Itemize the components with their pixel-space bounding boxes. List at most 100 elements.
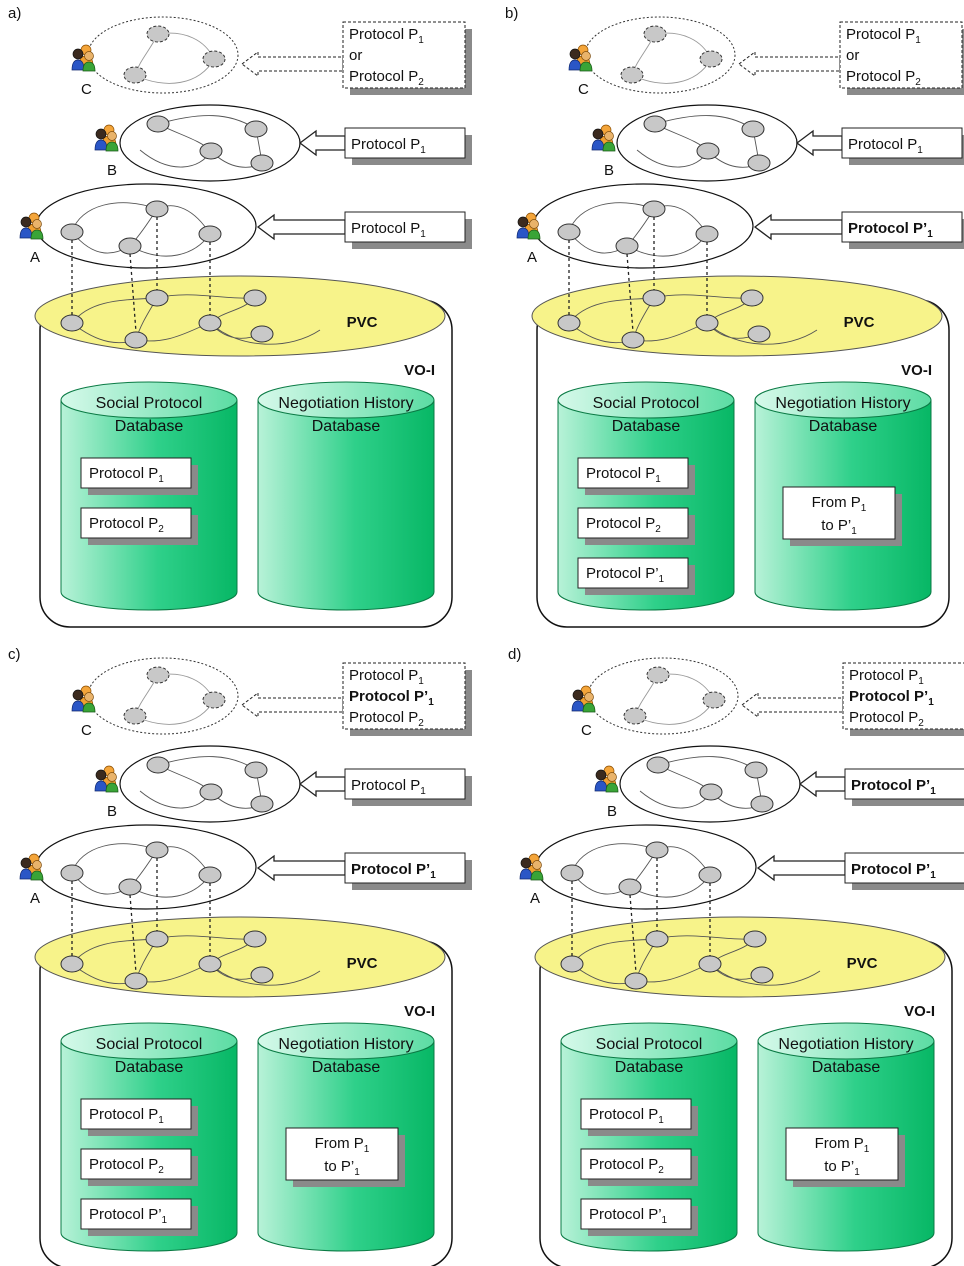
community-a-protocol-subscript: 1: [430, 870, 436, 881]
community-a-protocol-box: [344, 852, 466, 884]
community-c-protocol-line: Protocol P’1: [849, 688, 934, 708]
protocol-entry-text-subscript: 1: [659, 574, 665, 585]
users-icon-head: [520, 857, 532, 869]
social-protocol-db-body: [60, 399, 238, 611]
protocol-entry-text: Protocol P2: [89, 1156, 164, 1176]
community-c-protocol-line: Protocol P2: [849, 709, 924, 729]
history-db-title-line: Database: [809, 418, 878, 435]
protocol-entry-text: Protocol P’1: [89, 1206, 168, 1226]
network-link: [139, 756, 263, 809]
community-c-protocol-line-main: Protocol P: [349, 68, 418, 85]
community-c-label: C: [81, 722, 92, 739]
community-a-node: [198, 866, 222, 884]
voi-label: VO-I: [901, 362, 932, 379]
community-a-protocol-main: Protocol P: [351, 220, 420, 237]
community-c-protocol-line: or: [846, 47, 859, 64]
users-icon-head: [107, 772, 117, 782]
community-a-node: [615, 237, 639, 255]
community-b-node: [696, 142, 720, 160]
users-icon: [94, 124, 119, 152]
community-a-node: [698, 866, 722, 884]
community-c-node: [146, 666, 170, 684]
community-a-node: [642, 200, 666, 218]
community-b-label: B: [607, 803, 617, 820]
community-a-protocol-box: [344, 211, 466, 243]
pvc-label: PVC: [347, 314, 378, 331]
community-b-node: [244, 120, 268, 138]
network-link: [639, 756, 763, 809]
community-b-node: [250, 795, 274, 813]
protocol-entry-text-main: Protocol P’: [586, 565, 659, 582]
users-icon-head: [72, 689, 84, 701]
community-a-label: A: [530, 890, 540, 907]
protocol-entry-box: [80, 457, 192, 489]
community-b-label: B: [107, 803, 117, 820]
social-protocol-db-top: [60, 1022, 238, 1060]
community-a-node: [60, 864, 84, 882]
network-link: [71, 294, 321, 345]
community-a-label: A: [527, 249, 537, 266]
community-b-protocol-subscript: 1: [917, 145, 923, 156]
users-icon-body: [519, 868, 533, 880]
network-link: [636, 115, 760, 168]
history-entry-line-main: to P’: [821, 517, 851, 534]
users-icon-body: [30, 229, 44, 240]
network-link: [571, 843, 711, 898]
protocol-entry-text: Protocol P2: [586, 515, 661, 535]
community-b-label: B: [604, 162, 614, 179]
community-b-node: [744, 761, 768, 779]
users-icon: [571, 685, 596, 713]
community-a-arrow: [756, 854, 846, 882]
community-b-protocol: Protocol P1: [351, 136, 426, 156]
protocol-entry-text-main: Protocol P: [589, 1106, 658, 1123]
pvc-node: [695, 314, 719, 332]
users-icon: [71, 685, 96, 713]
network-link: [71, 843, 211, 898]
history-db-title-line: Database: [312, 1059, 381, 1076]
history-entry-line: to P’1: [824, 1158, 860, 1178]
protocol-entry-text-main: Protocol P: [89, 465, 158, 482]
community-c-protocol-line-subscript: 2: [418, 77, 424, 88]
history-entry-line-main: From P: [815, 1135, 864, 1152]
social-db-title-line: Database: [615, 1059, 684, 1076]
community-c-protocol-line-main: Protocol P: [849, 709, 918, 726]
history-entry-line-subscript: 1: [864, 1144, 870, 1155]
pvc-node: [698, 955, 722, 973]
history-db-title-line: Negotiation History: [775, 395, 910, 412]
community-c-node: [202, 691, 226, 709]
community-c-node: [643, 25, 667, 43]
protocol-entry-text-main: Protocol P’: [589, 1206, 662, 1223]
mapping-link: [626, 253, 634, 333]
community-b-arrow: [798, 770, 846, 798]
community-a-protocol-main: Protocol P’: [851, 861, 930, 878]
protocol-entry-text-subscript: 1: [655, 474, 661, 485]
history-entry-line: From P1: [815, 1135, 870, 1155]
users-icon: [591, 124, 616, 152]
protocol-entry-text: Protocol P2: [89, 515, 164, 535]
users-icon-head: [517, 216, 529, 228]
community-a-node: [645, 841, 669, 859]
users-icon-head: [95, 769, 107, 781]
community-a-node: [118, 237, 142, 255]
community-c-protocol-line: Protocol P1: [349, 26, 424, 46]
protocol-entry-text-main: Protocol P: [89, 1156, 158, 1173]
mapping-link: [129, 253, 137, 333]
protocol-entry-box: [80, 1198, 192, 1230]
community-c-protocol-line: Protocol P2: [349, 709, 424, 729]
social-db-title-line: Database: [115, 418, 184, 435]
community-a-node: [695, 225, 719, 243]
panel-label: c): [8, 646, 21, 663]
community-c-arrow: [741, 692, 844, 718]
community-a-node: [118, 878, 142, 896]
users-icon-body: [71, 59, 85, 71]
network-link: [568, 202, 708, 257]
history-entry-line-subscript: 1: [861, 503, 867, 514]
community-c-arrow: [241, 51, 344, 77]
users-icon-head: [572, 689, 584, 701]
community-c-protocol-box: [839, 21, 963, 89]
community-c-protocol-line: Protocol P’1: [349, 688, 434, 708]
pvc-node: [560, 955, 584, 973]
